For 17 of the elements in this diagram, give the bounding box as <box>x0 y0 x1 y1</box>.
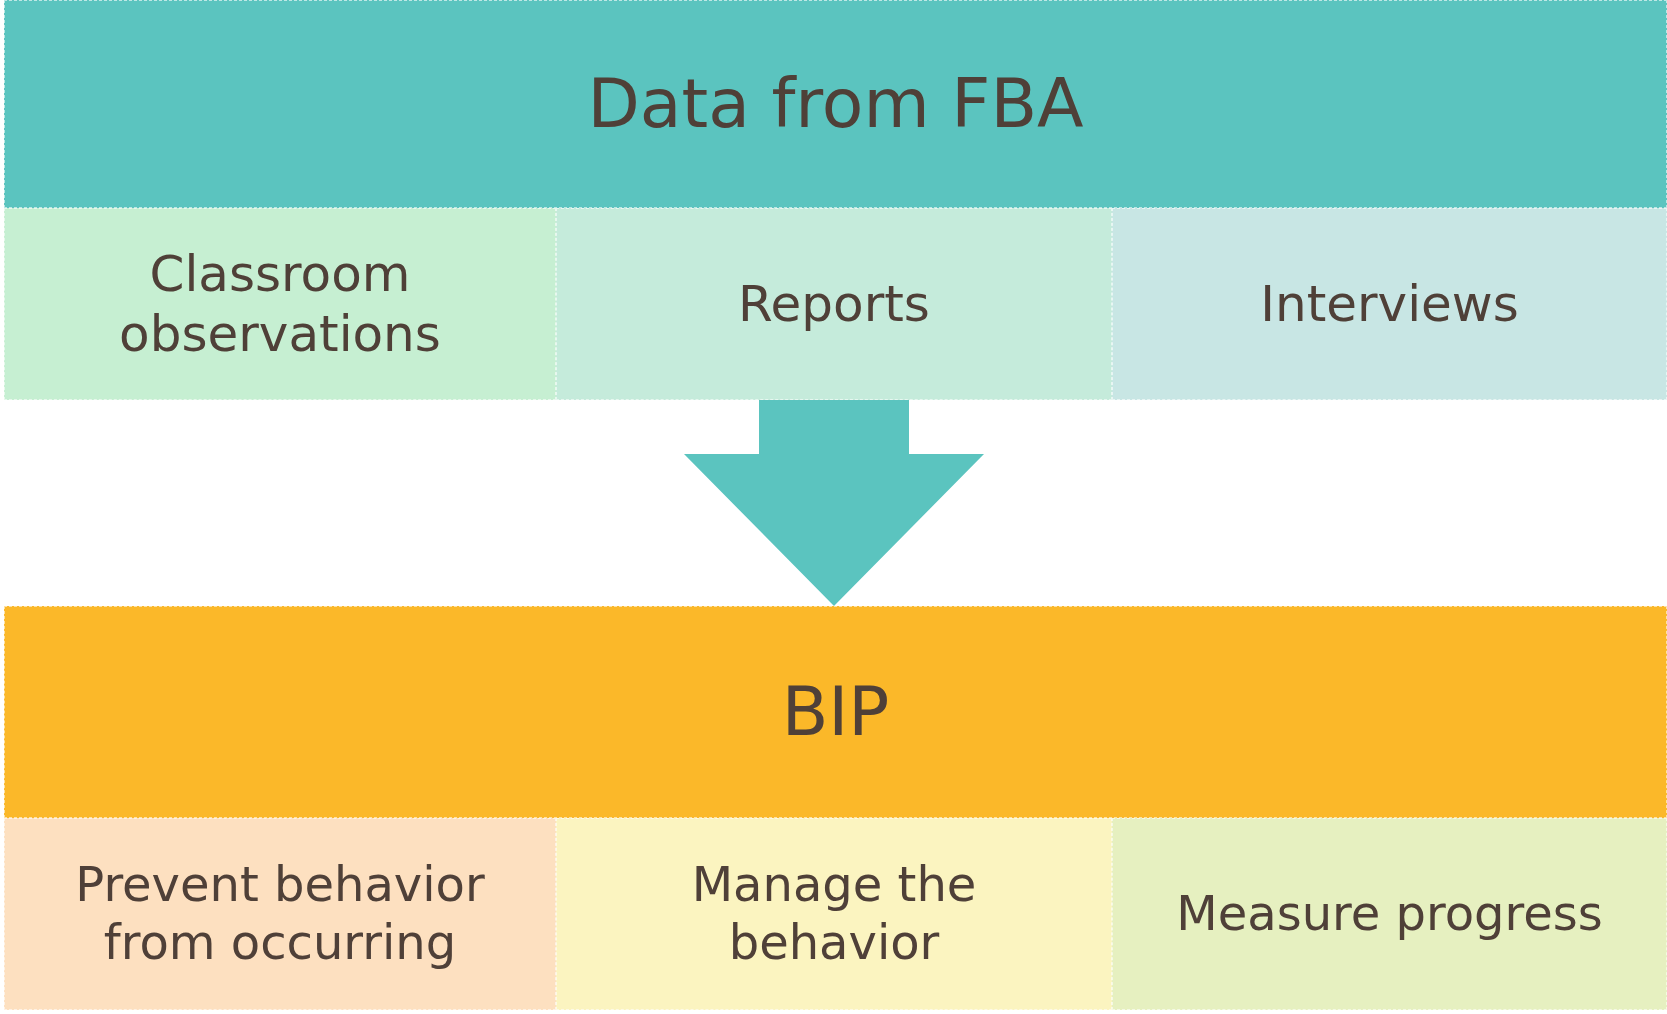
panel-text: Classroom observations <box>118 244 442 364</box>
panel-text: Measure progress <box>1175 885 1604 943</box>
category-panel <box>4 208 556 400</box>
category-panel <box>4 818 556 1010</box>
category-panel <box>556 818 1112 1010</box>
panel-text: Reports <box>737 274 931 334</box>
panel-text: Prevent behavior from occurring <box>74 856 486 972</box>
heading: BIP <box>780 671 891 753</box>
block-arrow <box>684 400 984 606</box>
category-panel <box>1112 818 1667 1010</box>
category-panel <box>556 208 1112 400</box>
header-band <box>4 0 1667 208</box>
header-band <box>4 606 1667 818</box>
heading: Data from FBA <box>586 63 1085 145</box>
category-panel <box>1112 208 1667 400</box>
panel-text: Interviews <box>1259 274 1520 334</box>
panel-text: Manage the behavior <box>690 856 978 972</box>
